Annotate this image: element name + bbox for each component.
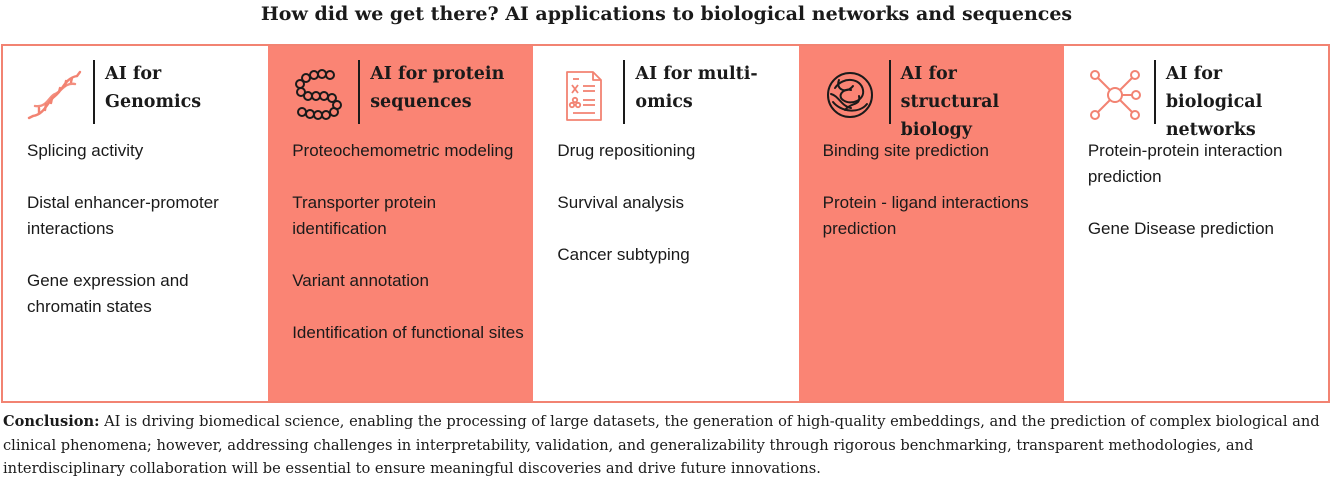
column-structural-biology: AI for structural biology Binding site p… [798,46,1064,401]
conclusion: Conclusion: AI is driving biomedical sci… [3,410,1329,481]
list-item: Identification of functional sites [292,323,524,342]
column-multi-omics: AI for multi-omics Drug repositioning Su… [533,46,799,401]
network-icon [1089,70,1141,120]
list-item: Cancer subtyping [557,245,690,264]
header-divider [1153,60,1156,124]
column-heading: AI for protein sequences [370,64,505,112]
list-item: Distal enhancer-promoter interactions [27,193,219,238]
protein-chain-icon [295,69,343,120]
column-header: AI for multi-omics [533,46,798,136]
list-item: Proteochemometric modeling [292,141,514,160]
page-title: How did we get there? AI applications to… [260,3,1073,25]
item-list: Protein-protein interaction prediction G… [1088,138,1320,268]
list-item: Transporter protein identification [292,193,437,238]
header-divider [888,60,891,124]
header-divider [93,60,95,124]
column-header: AI for structural biology [799,46,1064,140]
item-list: Drug repositioning Survival analysis Can… [557,138,789,294]
column-protein-sequences: AI for protein sequences Proteochemometr… [268,46,534,401]
list-item: Protein - ligand interactions prediction [822,193,1029,238]
column-header: AI for protein sequences [268,46,533,136]
list-item: Survival analysis [557,193,685,212]
column-heading: AI for structural biology [900,64,1000,140]
column-header: AI for Genomics [3,46,268,136]
applications-grid: AI for Genomics Splicing activity Distal… [1,44,1330,403]
list-item: Variant annotation [292,271,429,290]
list-item: Gene expression and chromatin states [27,271,189,316]
conclusion-label: Conclusion: [3,413,100,430]
column-heading: AI for multi-omics [635,64,758,112]
list-item: Drug repositioning [557,141,696,160]
list-item: Protein-protein interaction prediction [1087,141,1283,186]
header-divider [358,60,361,124]
protein-structure-icon [826,72,873,118]
item-list: Splicing activity Distal enhancer-promot… [27,138,259,346]
dna-icon [27,70,82,120]
column-genomics: AI for Genomics Splicing activity Distal… [3,46,269,401]
item-list: Binding site prediction Protein - ligand… [823,138,1055,268]
item-list: Proteochemometric modeling Transporter p… [292,138,524,372]
column-heading: AI for Genomics [105,64,202,112]
column-biological-networks: AI for biological networks Protein-prote… [1063,46,1329,401]
list-item: Splicing activity [27,141,144,160]
column-header: AI for biological networks [1064,46,1328,140]
report-document-icon [566,71,603,121]
column-heading: AI for biological networks [1165,64,1263,140]
header-divider [623,60,626,124]
list-item: Binding site prediction [822,141,989,160]
conclusion-text: AI is driving biomedical science, enabli… [3,413,1320,477]
list-item: Gene Disease prediction [1087,219,1274,238]
